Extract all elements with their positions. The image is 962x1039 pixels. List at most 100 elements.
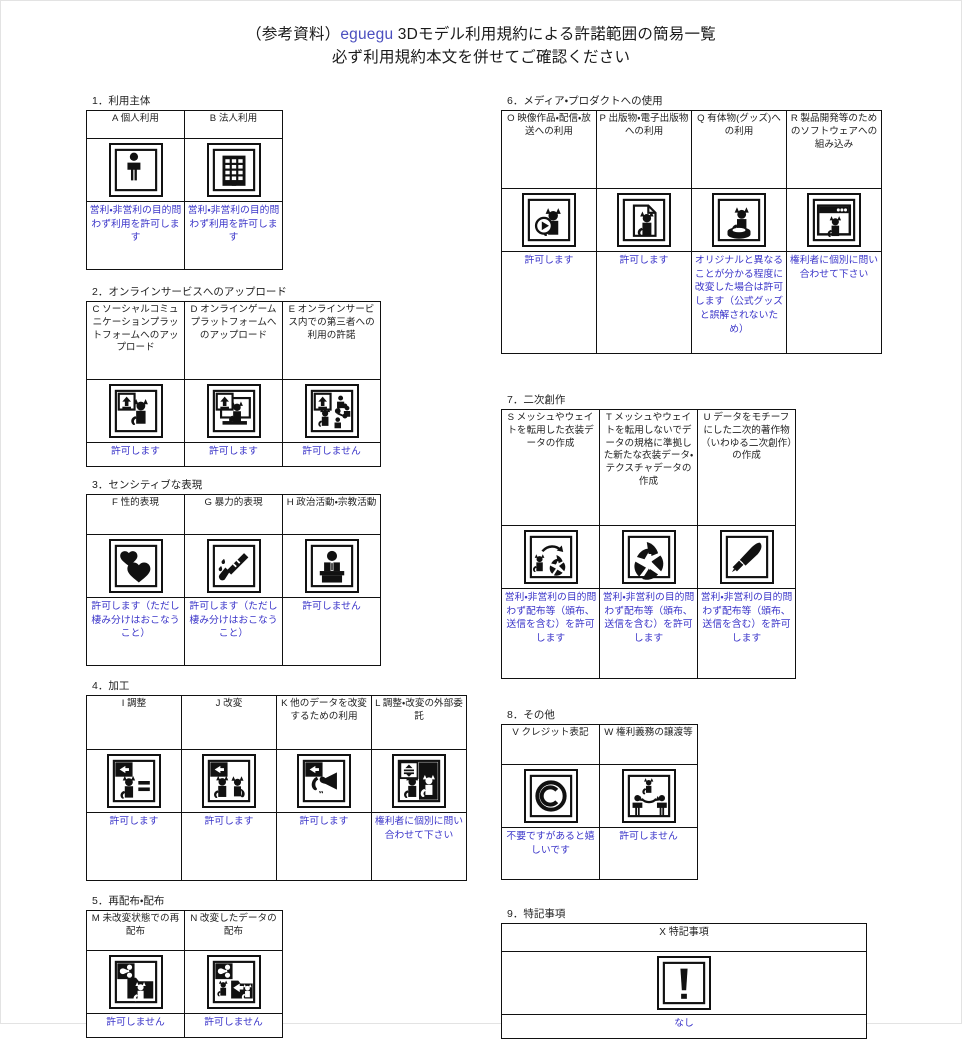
icon-cell-l (371, 749, 467, 813)
column-header-v: V クレジット表記 (501, 724, 600, 765)
column-header-r: R 製品開発等のためのソフトウェアへの組み込み (786, 110, 882, 189)
section-title: 1．利用主体 (92, 95, 151, 107)
section-title: 3．センシティブな表現 (92, 479, 203, 491)
section-title: 4．加工 (92, 680, 130, 692)
column-header-c: C ソーシャルコミュニケーションプラットフォームへのアップロード (86, 301, 185, 380)
icon-cell-p (596, 188, 692, 252)
permission-note-b: 営利・非営利の目的問わず利用を許可します (184, 201, 283, 270)
share-folder-cat-icon (108, 955, 163, 1009)
permission-note-t: 営利・非営利の目的問わず配布等（頒布、送信を含む）を許可します (599, 588, 698, 679)
column-header-h: H 政治活動・宗教活動 (282, 494, 381, 535)
section-title: 7．二次創作 (507, 394, 566, 406)
upload-share-people-icon (304, 384, 359, 438)
costume-icon (621, 530, 676, 584)
icon-cell-k (276, 749, 372, 813)
note-row: 許可します許可します許可しません (86, 442, 381, 467)
permission-note-i: 許可します (86, 812, 182, 881)
title-line-2: 必ず利用規約本文を併せてご確認ください (331, 49, 631, 67)
note-row: 許可します許可しますオリジナルと異なることが分かる程度に改変した場合は許可します… (501, 251, 882, 354)
share-modified-cat-icon (206, 955, 261, 1009)
section-title: 9．特記事項 (507, 908, 566, 920)
column-header-o: O 映像作品・配信・放送への利用 (501, 110, 597, 189)
icon-cell-o (501, 188, 597, 252)
column-header-i: I 調整 (86, 695, 182, 750)
column-header-s: S メッシュやウェイトを転用した衣装データの作成 (501, 409, 600, 526)
copyright-icon (523, 769, 578, 823)
column-header-k: K 他のデータを改変するための利用 (276, 695, 372, 750)
icon-cell-c (86, 379, 185, 443)
arrow-cat-equals-icon (107, 754, 161, 808)
column-header-n: N 改変したデータの配布 (184, 910, 283, 951)
permission-note-g: 許可します（ただし棲み分けはおこなうこと） (184, 597, 283, 666)
icon-cell-f (86, 534, 185, 598)
icon-row (501, 525, 796, 589)
document-cat-icon (617, 193, 671, 247)
icon-cell-t (599, 525, 698, 589)
permission-note-w: 許可しません (599, 827, 698, 880)
note-row: 営利・非営利の目的問わず配布等（頒布、送信を含む）を許可します営利・非営利の目的… (501, 588, 796, 679)
cat-to-costume-icon (523, 530, 578, 584)
arrow-ribbon-icon (297, 754, 351, 808)
section-title: 8．その他 (507, 709, 555, 721)
icon-row (501, 951, 867, 1015)
icon-row (86, 749, 467, 813)
permission-note-r: 権利者に個別に問い合わせて下さい (786, 251, 882, 354)
permission-note-p: 許可します (596, 251, 692, 354)
column-header-f: F 性的表現 (86, 494, 185, 535)
permission-note-u: 営利・非営利の目的問わず配布等（頒布、送信を含む）を許可します (697, 588, 796, 679)
video-cat-icon (522, 193, 576, 247)
figure-cat-icon (712, 193, 766, 247)
brand-name: eguegu (340, 26, 394, 43)
paintbrush-icon (719, 530, 774, 584)
hearts-icon (108, 539, 163, 593)
column-header-p: P 出版物・電子出版物への利用 (596, 110, 692, 189)
building-icon (206, 143, 261, 197)
icon-cell-j (181, 749, 277, 813)
note-row: 許可します（ただし棲み分けはおこなうこと）許可します（ただし棲み分けはおこなうこ… (86, 597, 381, 666)
permission-note-s: 営利・非営利の目的問わず配布等（頒布、送信を含む）を許可します (501, 588, 600, 679)
exclamation-icon (657, 956, 711, 1010)
icon-cell-v (501, 764, 600, 828)
software-window-cat-icon (807, 193, 861, 247)
icon-row (86, 534, 381, 598)
permission-table: X 特記事項なし (501, 923, 867, 1039)
note-row: 許可します許可します許可します権利者に個別に問い合わせて下さい (86, 812, 467, 881)
icon-cell-h (282, 534, 381, 598)
column-header-q: Q 有体物(グッズ)への利用 (691, 110, 787, 189)
permission-note-l: 権利者に個別に問い合わせて下さい (371, 812, 467, 881)
section-title: 5．再配布・配布 (92, 895, 165, 907)
icon-cell-u (697, 525, 796, 589)
column-header-a: A 個人利用 (86, 110, 185, 139)
icon-cell-e (282, 379, 381, 443)
knife-icon (206, 539, 261, 593)
icon-cell-a (86, 138, 185, 202)
transfer-rights-icon (621, 769, 676, 823)
permission-note-k: 許可します (276, 812, 372, 881)
icon-row (501, 764, 698, 828)
note-row: 許可しません許可しません (86, 1013, 283, 1038)
permission-note-d: 許可します (184, 442, 283, 467)
icon-row (86, 950, 283, 1014)
icon-cell-i (86, 749, 182, 813)
icon-row (86, 379, 381, 443)
podium-speaker-icon (304, 539, 359, 593)
icon-row (501, 188, 882, 252)
icon-cell-d (184, 379, 283, 443)
permission-note-a: 営利・非営利の目的問わず利用を許可します (86, 201, 185, 270)
permission-note-h: 許可しません (282, 597, 381, 666)
title-suffix: 3Dモデル利用規約による許諾範囲の簡易一覧 (393, 26, 716, 43)
